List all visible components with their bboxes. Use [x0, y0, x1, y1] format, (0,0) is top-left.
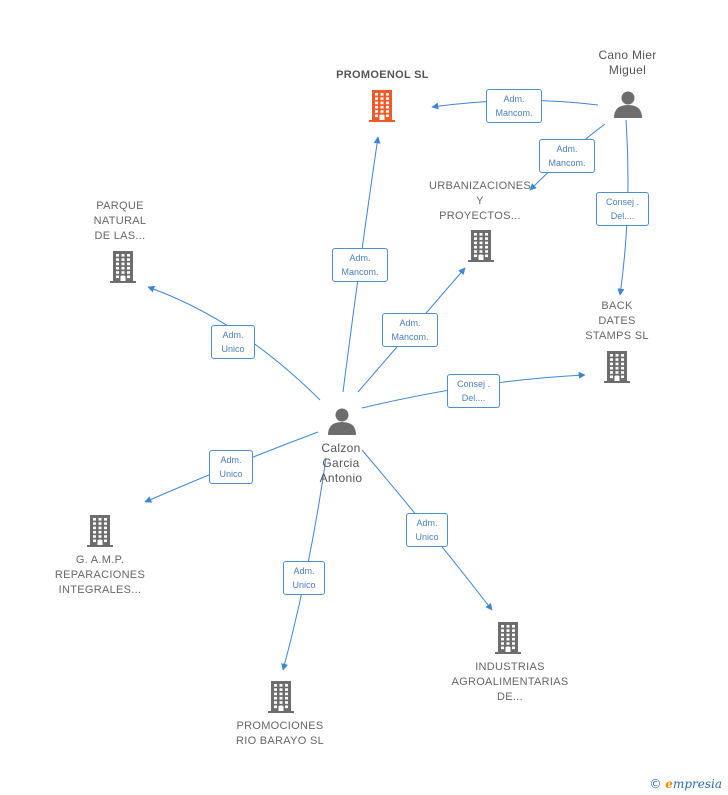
edge-label-calzon-parque: Adm. Unico: [211, 325, 255, 359]
node-label-gamp[interactable]: G. A.M.P. REPARACIONES INTEGRALES...: [54, 554, 146, 596]
edge-label-cano-promoenol: Adm. Mancom.: [486, 89, 542, 123]
edge-label-calzon-promociones: Adm. Unico: [283, 561, 325, 595]
edge-label-calzon-promoenol: Adm. Mancom.: [332, 248, 388, 282]
edge-label-calzon-gamp: Adm. Unico: [209, 450, 253, 484]
building-icon-promociones[interactable]: [268, 681, 294, 713]
edge-label-calzon-industrias: Adm. Unico: [406, 513, 448, 547]
node-label-promoenol[interactable]: PROMOENOL SL: [336, 69, 429, 81]
node-label-parque[interactable]: PARQUE NATURAL DE LAS...: [93, 200, 147, 242]
node-label-promociones[interactable]: PROMOCIONES RIO BARAYO SL: [235, 720, 325, 747]
node-label-industrias[interactable]: INDUSTRIAS AGROALIMENTARIAS DE...: [451, 661, 569, 703]
edge-label-cano-urbanizaciones: Adm. Mancom.: [539, 139, 595, 173]
building-icon-parque[interactable]: [110, 251, 136, 283]
person-icon-calzon[interactable]: [328, 408, 356, 436]
copyright-icon: ©: [649, 777, 662, 791]
building-icon-promoenol[interactable]: [369, 90, 395, 122]
brand-logo: © empresia: [649, 777, 722, 791]
edge-label-calzon-back: Consej . Del....: [447, 374, 500, 408]
edge-label-cano-back: Consej . Del....: [596, 192, 649, 226]
node-label-calzon[interactable]: Calzon Garcia Antonio: [319, 441, 363, 485]
node-label-urbanizaciones[interactable]: URBANIZACIONES Y PROYECTOS...: [429, 180, 531, 222]
person-icon-cano[interactable]: [614, 91, 642, 119]
building-icon-industrias[interactable]: [495, 622, 521, 654]
node-label-cano[interactable]: Cano Mier Miguel: [598, 48, 657, 77]
node-label-back[interactable]: BACK DATES STAMPS SL: [585, 300, 649, 342]
building-icon-back[interactable]: [604, 351, 630, 383]
edge-label-calzon-urbanizaciones: Adm. Mancom.: [382, 313, 438, 347]
building-icon-gamp[interactable]: [87, 515, 113, 547]
building-icon-urbanizaciones[interactable]: [468, 230, 494, 262]
